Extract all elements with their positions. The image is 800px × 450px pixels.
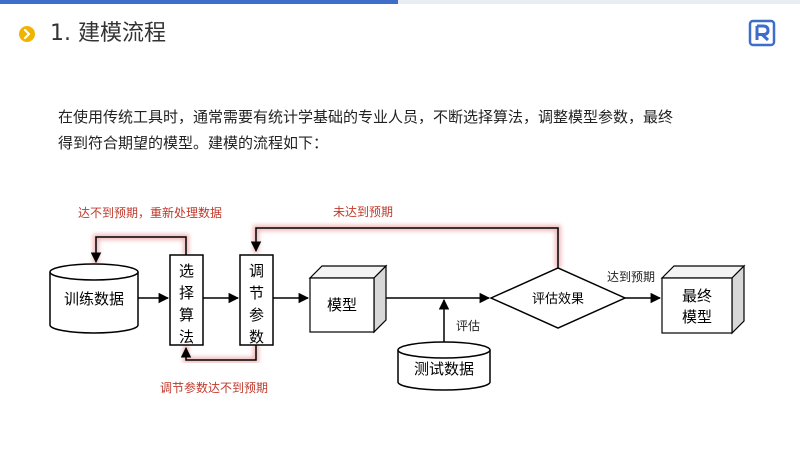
- evaluate-label: 评估效果: [532, 292, 584, 307]
- tune-params-char-3: 参: [249, 306, 264, 324]
- loop-tuning-not-reached: [180, 345, 259, 363]
- page-title: 1. 建模流程: [50, 21, 166, 46]
- select-algorithm-char-3: 算: [179, 306, 194, 324]
- intro-line-2: 得到符合期望的模型。建模的流程如下：: [58, 134, 329, 152]
- training-data-cylinder: 训练数据: [49, 263, 139, 334]
- loop-not-reached: [250, 225, 561, 268]
- loop-tuning-not-reached-label: 调节参数达不到预期: [160, 380, 268, 395]
- select-algorithm-box: 选 择 算 法: [169, 254, 204, 346]
- tune-params-char-4: 数: [249, 328, 264, 346]
- loop-reprocess-data-label: 达不到预期，重新处理数据: [78, 205, 222, 220]
- flow-arrows: [138, 292, 662, 342]
- select-algorithm-char-1: 选: [179, 262, 194, 280]
- select-algorithm-char-4: 法: [179, 328, 194, 346]
- top-progress-bar-accent: [0, 0, 398, 4]
- evaluate-input-label: 评估: [456, 319, 480, 333]
- select-algorithm-char-2: 择: [179, 284, 194, 302]
- top-progress-bar: [0, 0, 800, 4]
- evaluate-diamond: 评估效果: [489, 267, 627, 329]
- tune-params-box: 调 节 参 数: [239, 254, 274, 346]
- chevron-right-circle-icon: [19, 26, 35, 42]
- model-box: 模型: [308, 264, 388, 334]
- loop-reprocess-data: [90, 234, 189, 265]
- model-label: 模型: [327, 296, 357, 314]
- reach-expectation-label: 达到预期: [607, 270, 655, 284]
- intro-paragraph: 在使用传统工具时，通常需要有统计学基础的专业人员，不断选择算法，调整模型参数，最…: [58, 104, 758, 156]
- loop-not-reached-label: 未达到预期: [333, 205, 393, 219]
- final-model-line-2: 模型: [682, 308, 712, 326]
- brand-r-logo-icon: [748, 19, 776, 47]
- test-data-cylinder: 测试数据: [397, 341, 491, 391]
- tune-params-char-2: 节: [249, 284, 264, 302]
- tune-params-char-1: 调: [249, 262, 264, 280]
- test-data-label: 测试数据: [414, 360, 474, 378]
- training-data-label: 训练数据: [64, 290, 124, 308]
- final-model-line-1: 最终: [682, 287, 712, 305]
- final-model-box: 最终 模型: [660, 264, 746, 335]
- intro-line-1: 在使用传统工具时，通常需要有统计学基础的专业人员，不断选择算法，调整模型参数，最…: [58, 108, 674, 126]
